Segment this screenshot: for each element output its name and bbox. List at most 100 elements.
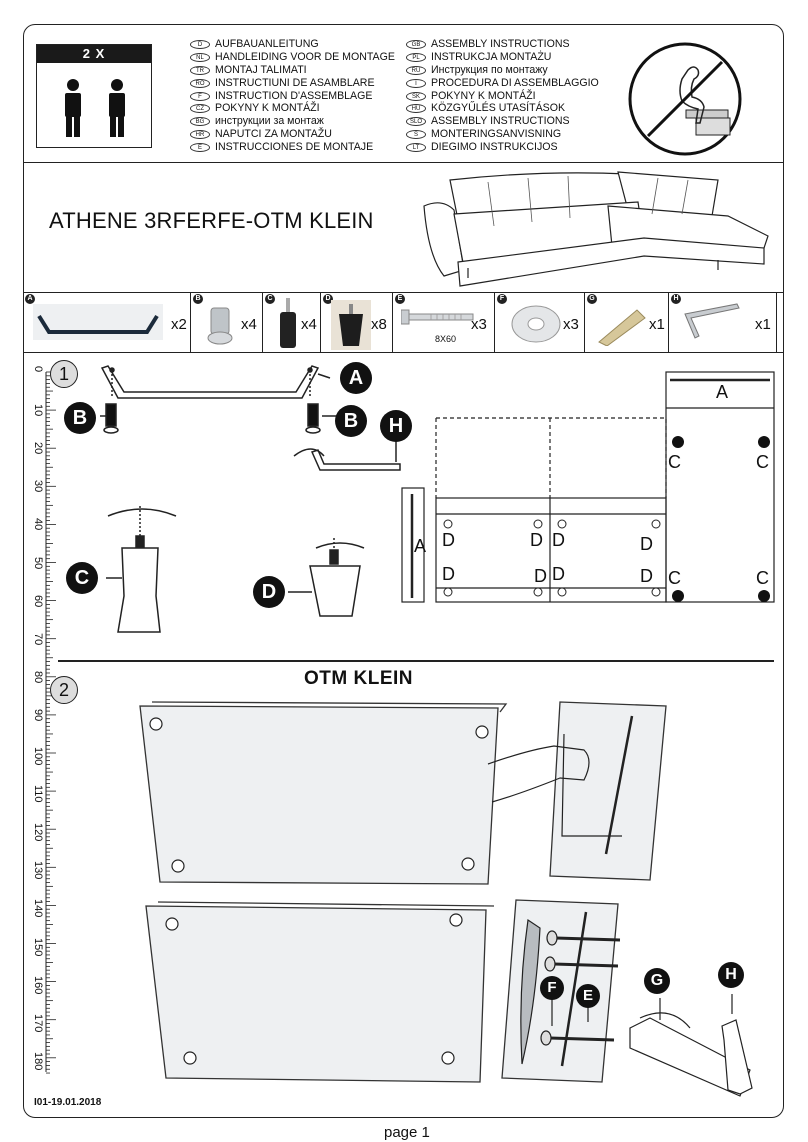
- language-title: KÖZGYŰLÉS UTASÍTÁSOK: [431, 102, 566, 115]
- part-A: A x2: [23, 292, 191, 352]
- label-D-8: D: [640, 566, 653, 586]
- language-title: NAPUTCI ZA MONTAŽU: [215, 128, 332, 141]
- tapered-foot-image: [331, 300, 371, 350]
- callout-E: E: [576, 984, 600, 1008]
- label-A-side: A: [414, 536, 427, 556]
- part-H: H x1: [669, 292, 777, 352]
- workers-count: 2 X: [37, 45, 151, 63]
- language-title: инструкции за монтаж: [215, 115, 324, 128]
- callout-A: A: [340, 362, 372, 394]
- ruler-label: 50: [32, 556, 44, 569]
- language-code-badge: D: [190, 39, 210, 49]
- label-A-top: A: [716, 382, 729, 402]
- label-C-2: C: [756, 452, 769, 472]
- ruler-label: 100: [32, 747, 44, 766]
- bolt-image: [207, 307, 233, 345]
- language-title: INSTRUKCJA MONTAŻU: [431, 50, 552, 63]
- language-row: CZ POKYNY K MONTÁŽI: [190, 102, 395, 115]
- page-frame: [23, 24, 784, 1118]
- language-title: ASSEMBLY INSTRUCTIONS: [431, 115, 570, 128]
- part-B: B x4: [191, 292, 263, 352]
- language-code-badge: I: [406, 78, 426, 88]
- language-code-badge: SLO: [406, 117, 426, 127]
- title-divider: [23, 292, 784, 293]
- ruler-label: 70: [32, 632, 44, 645]
- language-code-badge: NL: [190, 52, 210, 62]
- language-row: BG инструкции за монтаж: [190, 115, 395, 128]
- ruler-label: 30: [32, 480, 44, 493]
- workers-required-box: 2 X: [36, 44, 152, 148]
- callout-B-right: B: [335, 405, 367, 437]
- language-code-badge: HU: [406, 104, 426, 114]
- callout-F: F: [540, 976, 564, 1000]
- ruler-label: 120: [32, 823, 44, 842]
- language-code-badge: SK: [406, 91, 426, 101]
- label-D-7: D: [552, 564, 565, 584]
- label-D-1: D: [442, 530, 455, 550]
- callout-C: C: [66, 562, 98, 594]
- label-C-1: C: [668, 452, 681, 472]
- ruler-label: 80: [32, 670, 44, 684]
- language-title: ASSEMBLY INSTRUCTIONS: [431, 38, 570, 50]
- ruler-label: 10: [32, 404, 44, 417]
- document-code: I01-19.01.2018: [34, 1097, 102, 1108]
- label-D-3: D: [552, 530, 565, 550]
- page-number: page 1: [384, 1124, 430, 1141]
- callout-G: G: [644, 968, 670, 994]
- language-title: AUFBAUANLEITUNG: [215, 38, 319, 50]
- two-persons-icon: [65, 79, 125, 137]
- step-2-number: 2: [50, 676, 78, 704]
- allen-key-image: [684, 303, 740, 339]
- step-divider: [58, 660, 774, 662]
- step-1-diagram: [100, 365, 775, 633]
- ruler-label: 140: [32, 899, 44, 918]
- ruler-label: 130: [32, 861, 44, 880]
- header-divider: [23, 162, 784, 163]
- language-title: INSTRUCTIUNI DE ASAMBLARE: [215, 76, 375, 89]
- measuring-ruler: [45, 371, 56, 1074]
- label-D-6: D: [534, 566, 547, 586]
- language-title: Инструкция по монтажу: [431, 63, 548, 76]
- language-code-badge: LT: [406, 143, 426, 153]
- ruler-label: 60: [32, 594, 44, 607]
- language-row: SK POKYNY K MONTÁŽI: [406, 90, 599, 103]
- language-code-badge: BG: [190, 117, 210, 127]
- sofa-illustration: [423, 171, 769, 287]
- leg-bar-image: [33, 304, 163, 340]
- part-C: C x4: [263, 292, 321, 352]
- language-code-badge: E: [190, 143, 210, 153]
- connector-tool-image: [598, 309, 646, 346]
- part-D: D x8: [321, 292, 393, 352]
- language-row: SLO ASSEMBLY INSTRUCTIONS: [406, 115, 599, 128]
- ruler-label: 90: [32, 708, 44, 722]
- ruler-label: 20: [32, 442, 44, 455]
- label-D-4: D: [640, 534, 653, 554]
- callout-D: D: [253, 576, 285, 608]
- part-F: F x3: [495, 292, 585, 352]
- callout-H: H: [380, 410, 412, 442]
- cylinder-leg-image: [280, 298, 296, 348]
- part-E: E 8X60 x3: [393, 292, 495, 352]
- parts-divider: [23, 352, 784, 353]
- language-title: INSTRUCTION D'ASSEMBLAGE: [215, 89, 373, 102]
- language-title: POKYNY K MONTÁŽI: [215, 102, 320, 115]
- step-2-diagram: [139, 701, 753, 1097]
- callout-H-step2: H: [718, 962, 744, 988]
- language-code-badge: CZ: [190, 104, 210, 114]
- product-title: ATHENE 3RFERFE-OTM KLEIN: [49, 208, 374, 233]
- part-G: G x1: [585, 292, 669, 352]
- ruler-label: 170: [32, 1013, 44, 1033]
- ruler-label: 150: [32, 937, 44, 956]
- screw-image: [401, 309, 474, 325]
- language-title: POKYNY K MONTÁŽI: [431, 89, 536, 102]
